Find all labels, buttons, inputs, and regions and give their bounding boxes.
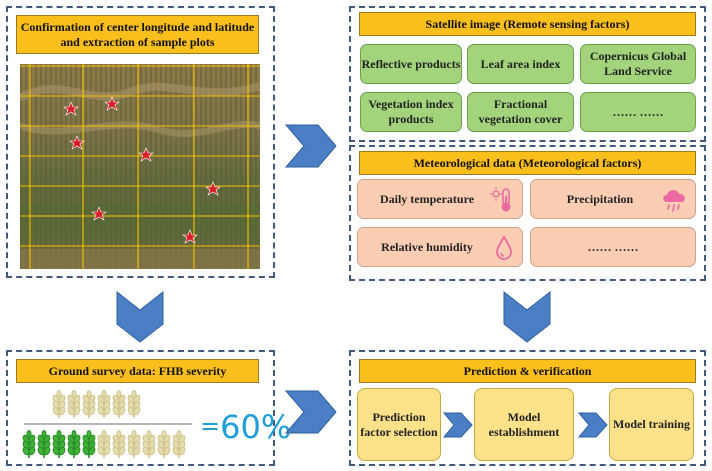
satellite-item-more: …… …… — [580, 92, 696, 132]
equals-sign: = — [200, 412, 221, 440]
satellite-item-vegetation-index: Vegetation index products — [360, 92, 462, 132]
field-aerial-image — [20, 64, 260, 269]
sample-point-5 — [205, 181, 221, 196]
satellite-item-lai: Leaf area index — [467, 44, 574, 84]
meteo-item-relative-humidity: Relative humidity — [357, 227, 523, 267]
sample-plots-header: Confirmation of center longitude and lat… — [16, 15, 259, 54]
meteo-title: Meteorological data (Meteorological fact… — [413, 155, 642, 170]
ground-panel — [6, 350, 275, 466]
meteo-panel — [349, 145, 706, 281]
sample-plots-panel — [6, 6, 275, 278]
wheat-fraction — [20, 388, 195, 463]
sample-point-4 — [138, 147, 154, 162]
arrow-down-icon — [116, 290, 164, 343]
prediction-title: Prediction & verification — [463, 363, 592, 378]
satellite-header: Satellite image (Remote sensing factors) — [359, 12, 696, 36]
wheat-ear-icon — [51, 389, 142, 419]
ground-title: Ground survey data: FHB severity — [48, 363, 227, 378]
meteo-item-precipitation: Precipitation — [530, 179, 696, 219]
sample-point-6 — [91, 206, 107, 221]
step-factor-selection: Prediction factor selection — [357, 388, 441, 461]
rain-cloud-icon — [661, 186, 689, 218]
satellite-item-copernicus: Copernicus Global Land Service — [580, 44, 696, 84]
arrow-right-icon — [284, 390, 337, 434]
satellite-panel — [349, 6, 706, 142]
step-model-training: Model training — [609, 388, 694, 461]
meteo-item-daily-temperature: Daily temperature — [357, 179, 523, 219]
ground-header: Ground survey data: FHB severity — [16, 359, 259, 383]
arrow-right-icon — [443, 412, 473, 438]
meteo-header: Meteorological data (Meteorological fact… — [359, 151, 696, 175]
sample-point-1 — [63, 101, 79, 116]
meteo-item-more: …… …… — [530, 227, 696, 267]
sample-plots-title: Confirmation of center longitude and lat… — [20, 19, 255, 49]
prediction-panel — [349, 350, 706, 466]
sample-point-7 — [182, 229, 198, 244]
thermometer-sun-icon — [490, 186, 516, 218]
satellite-title: Satellite image (Remote sensing factors) — [425, 16, 630, 31]
prediction-header: Prediction & verification — [359, 359, 696, 383]
arrow-right-icon — [284, 124, 337, 168]
sample-point-3 — [69, 135, 85, 150]
water-drop-icon — [494, 235, 514, 265]
satellite-item-reflective: Reflective products — [360, 44, 462, 84]
arrow-right-icon — [578, 412, 608, 438]
step-model-establishment: Model establishment — [474, 388, 574, 461]
satellite-item-fvc: Fractional vegetation cover — [467, 92, 574, 132]
severity-percent: 60% — [220, 408, 292, 446]
fhb-severity-value: =60% — [200, 408, 291, 446]
sample-point-2 — [104, 96, 120, 111]
arrow-down-icon — [503, 290, 551, 343]
